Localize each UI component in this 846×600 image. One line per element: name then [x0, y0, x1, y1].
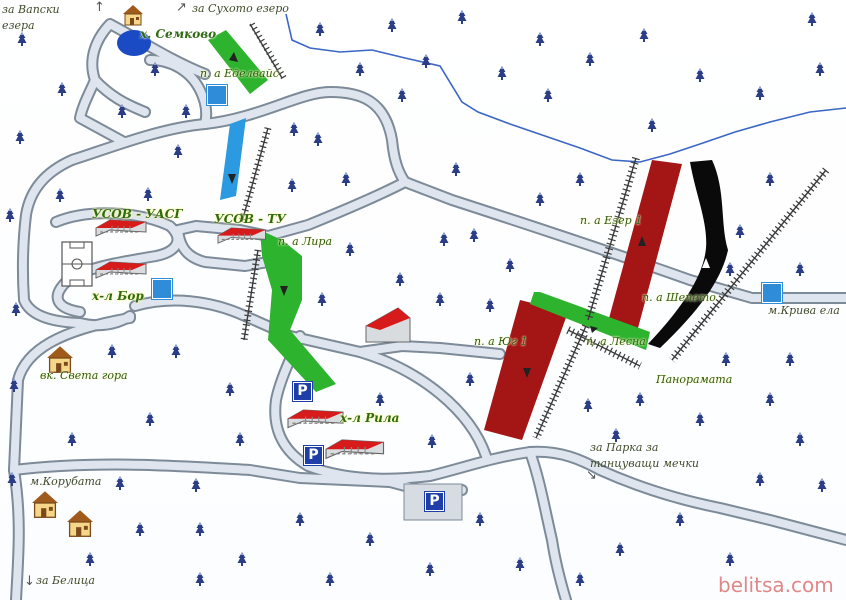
label-usov-tu: УСОВ - ТУ	[214, 212, 286, 226]
lift-lira	[240, 249, 262, 341]
piste-lira	[260, 230, 336, 392]
arrow-ne-icon: ↗	[176, 0, 187, 15]
label-koruбата: м.Корубата	[30, 475, 102, 488]
label-ezer-1: п. а Езер 1	[580, 214, 643, 227]
site-watermark: belitsa.com	[718, 573, 834, 597]
piste-blue	[220, 118, 246, 200]
label-rila: х-л Рила	[340, 411, 400, 425]
koruбата-hut-1	[31, 490, 59, 518]
arrow-down-icon: ↓	[24, 574, 35, 589]
parking-lot-pad	[403, 483, 463, 521]
label-lesna: п. а Лесна	[586, 335, 646, 348]
semkovo-hut	[122, 4, 144, 26]
label-semkovo: х. Семково	[140, 27, 217, 41]
ski-rental-icon	[152, 279, 172, 299]
label-vapski: за Вапски езера	[2, 3, 60, 32]
lift-ezer	[584, 156, 640, 322]
label-sveta-gora: вк. Света гора	[40, 369, 128, 382]
piste-shepeto	[648, 160, 728, 348]
ski-lifts	[238, 22, 830, 440]
label-edelvais: п. а Еделвайс	[200, 67, 279, 80]
buildings	[95, 219, 411, 459]
label-park: за Парка за танцуващи мечки	[590, 441, 699, 470]
pistes	[208, 30, 728, 440]
lift-edelvais	[249, 22, 287, 80]
lift-lesna	[566, 326, 642, 370]
parking-sign: P	[425, 492, 444, 511]
label-panorama: Панорамата	[656, 373, 733, 386]
ski-rental-icon	[762, 283, 782, 303]
arrow-up-icon: ↑	[94, 0, 105, 15]
ski-rental-icon	[207, 85, 227, 105]
lake	[117, 30, 151, 56]
piste-lesna	[530, 292, 650, 350]
lift-panorama	[668, 167, 830, 363]
arrow-se-icon: ↘	[586, 468, 597, 483]
label-belitsa: за Белица	[36, 574, 95, 587]
river	[285, 13, 846, 163]
sports-field	[61, 241, 93, 287]
parking-sign: P	[304, 446, 323, 465]
lift-yug	[532, 324, 590, 440]
koruбата-hut-2	[66, 509, 94, 537]
road-network	[8, 18, 846, 600]
label-kriva-ela: м.Крива ела	[768, 304, 840, 317]
label-lira: п. а Лира	[278, 235, 332, 248]
label-bor: х-л Бор	[92, 289, 144, 303]
label-shepeto: п. а Шепето	[642, 291, 716, 304]
lift-usov-tu	[238, 127, 272, 223]
parking-sign: P	[293, 382, 312, 401]
label-usov-uasg: УСОВ - УАСГ	[92, 207, 183, 221]
label-suhoto: за Сухото езеро	[192, 2, 289, 15]
label-yug-1: п. а Юг 1	[474, 335, 528, 348]
